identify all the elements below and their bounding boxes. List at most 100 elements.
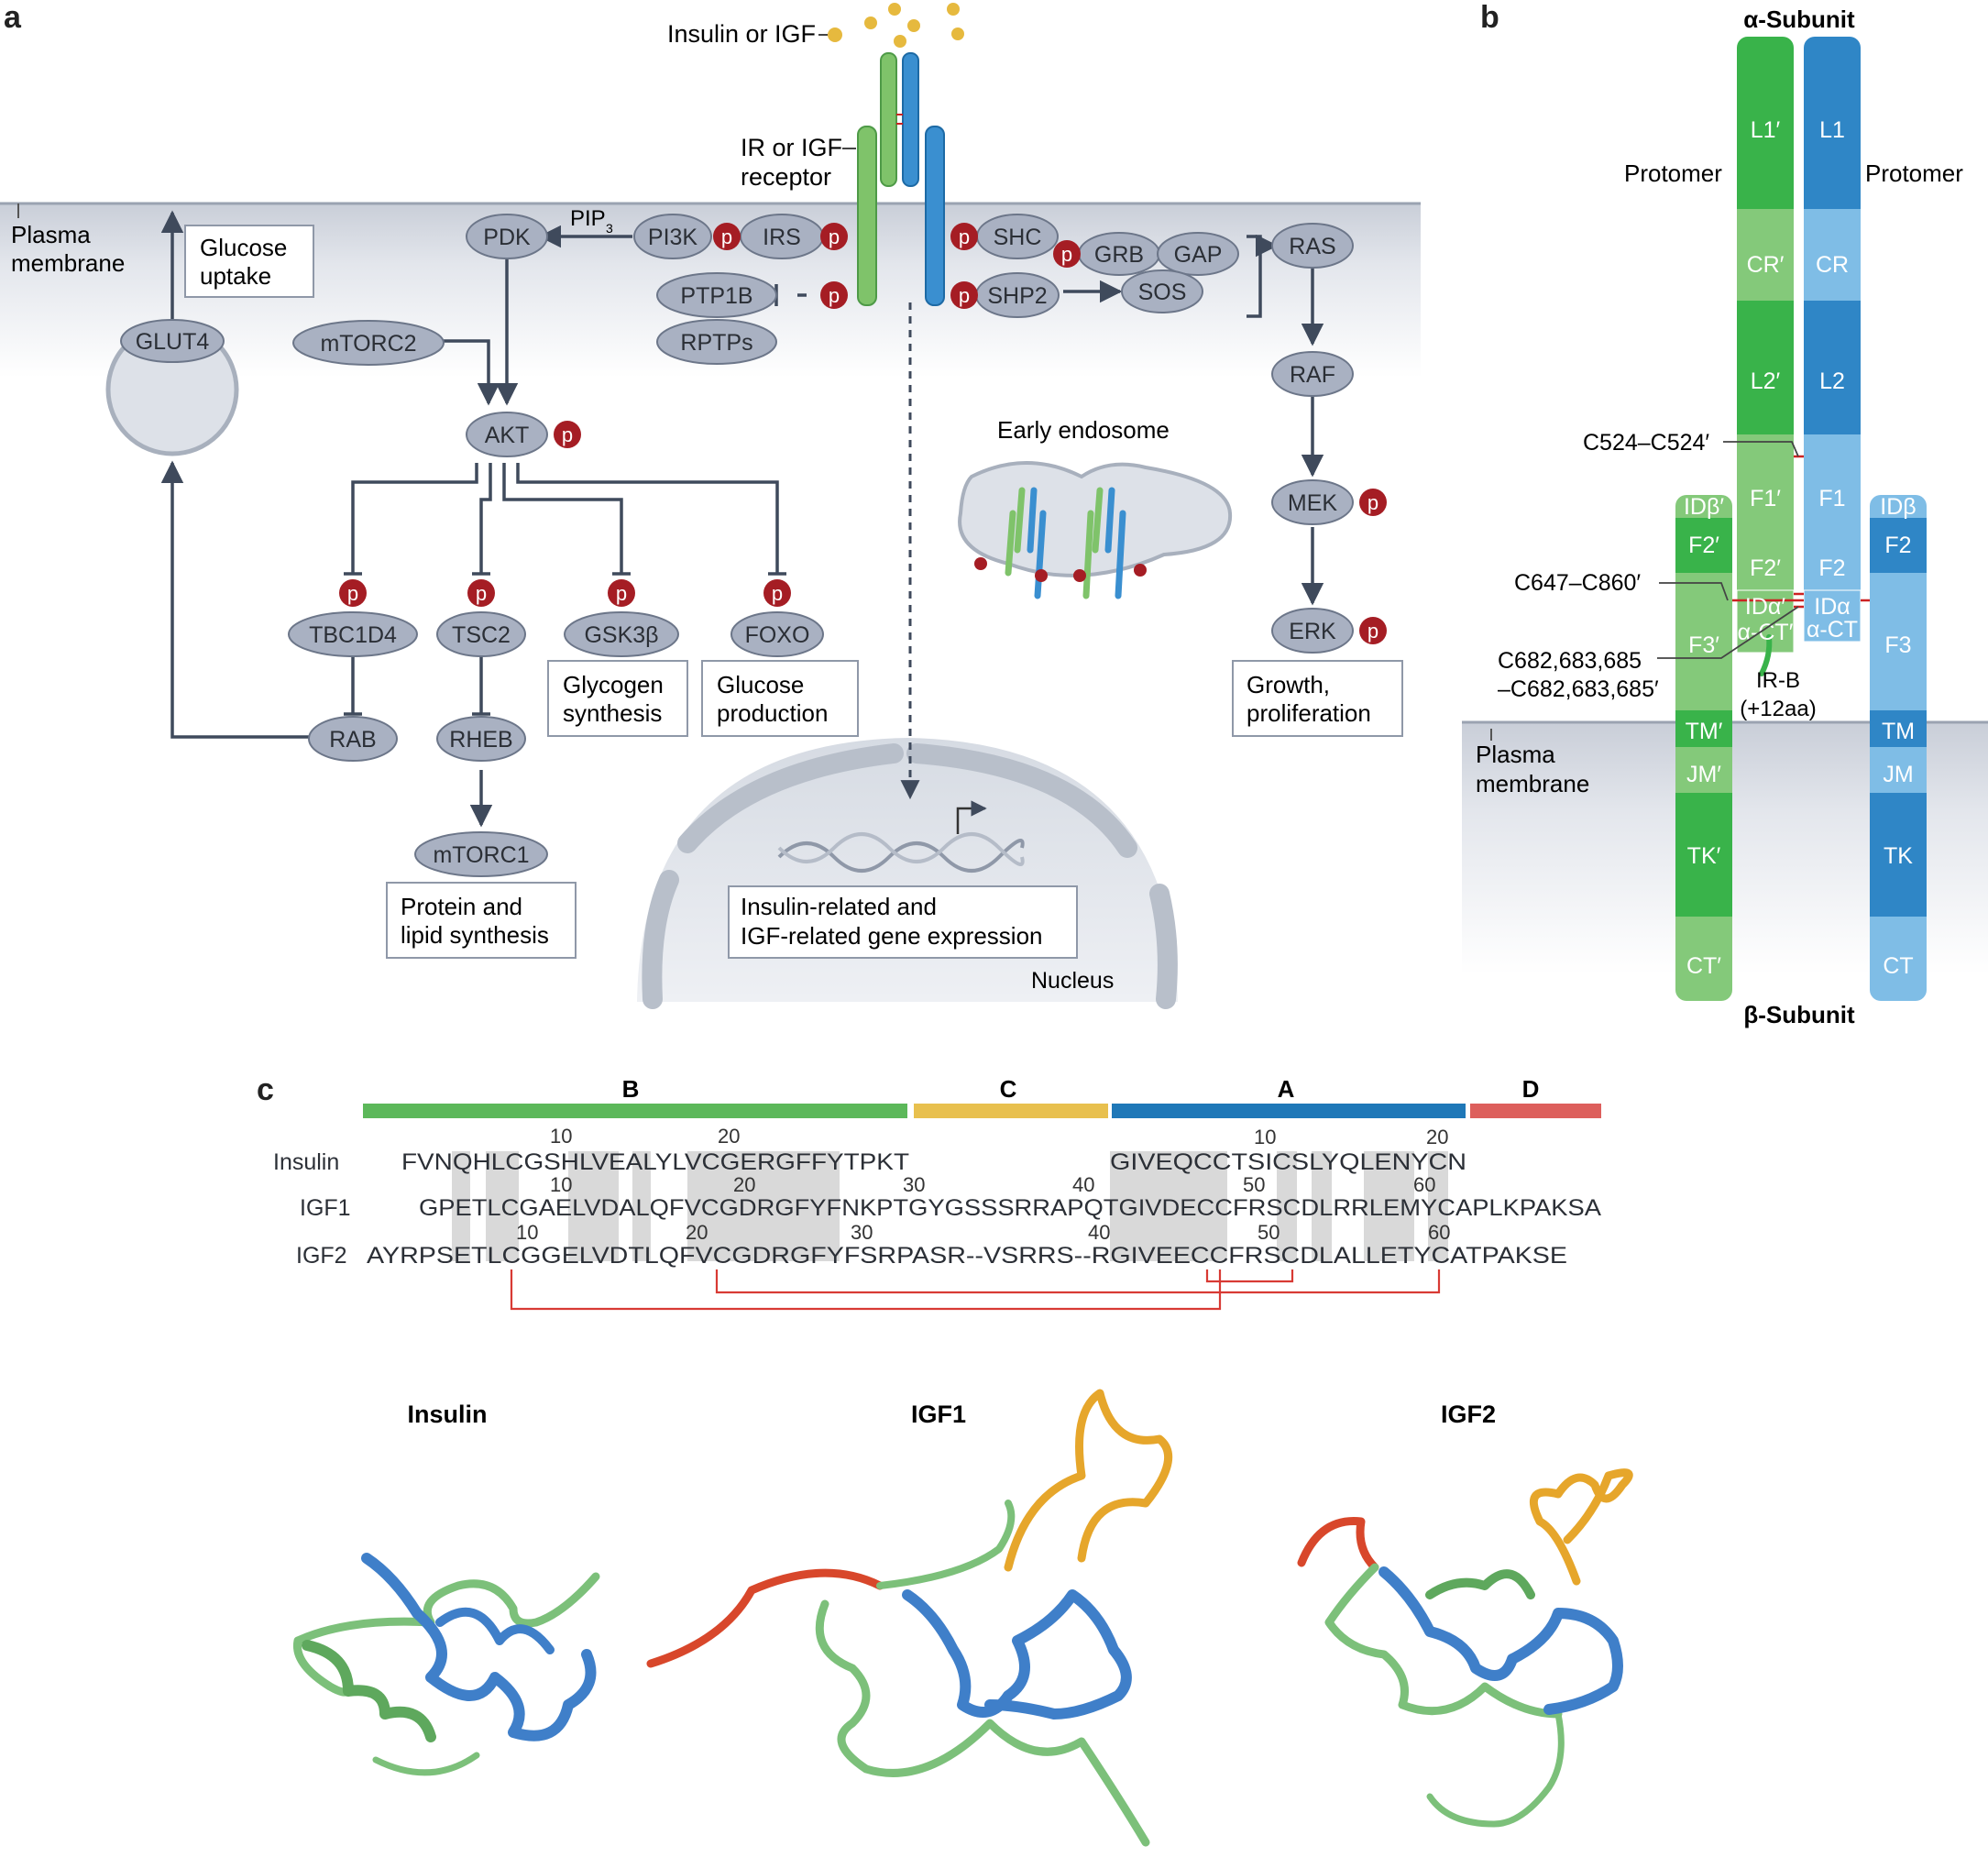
label-rptps: RPTPs xyxy=(680,330,752,356)
green-beta-6: CT′ xyxy=(1686,953,1721,979)
region-label-a: A xyxy=(1278,1075,1295,1103)
blue-beta-6: CT xyxy=(1883,953,1913,979)
label-mek: MEK xyxy=(1288,490,1338,516)
num-r2-5: 50 xyxy=(1243,1173,1265,1196)
node-pdk xyxy=(466,214,548,259)
node-pi3k xyxy=(633,214,712,259)
num-r1-4: 20 xyxy=(1426,1126,1448,1148)
label-rab: RAB xyxy=(329,727,376,753)
label-shp2: SHP2 xyxy=(987,283,1047,309)
svg-text:p: p xyxy=(562,423,573,446)
blue-alpha-5: IDα xyxy=(1814,594,1850,620)
blue-beta-4: JM xyxy=(1883,762,1913,787)
structure-insulin xyxy=(292,1553,600,1776)
panel-a: a Plasma membrane Insulin-related and IG… xyxy=(0,0,1421,1009)
blue-alpha-2: L2 xyxy=(1819,368,1845,394)
row-label-igf2: IGF2 xyxy=(296,1243,347,1269)
c524-label: C524–C524′ xyxy=(1583,430,1709,456)
row-label-igf1: IGF1 xyxy=(300,1195,351,1221)
num-r3-1: 10 xyxy=(516,1221,538,1244)
svg-text:p: p xyxy=(1367,491,1378,514)
num-r3-3: 30 xyxy=(851,1221,873,1244)
membrane-label-a-1: Plasma xyxy=(11,221,91,248)
label-tbc1d4: TBC1D4 xyxy=(309,622,397,648)
alpha-green-column xyxy=(1736,37,1795,654)
glucose-uptake-1: Glucose xyxy=(200,234,287,261)
beta-subunit-label: β-Subunit xyxy=(1743,1001,1855,1028)
green-beta-4: JM′ xyxy=(1686,762,1721,787)
label-pi3k: PI3K xyxy=(648,225,698,250)
label-mtorc1: mTORC1 xyxy=(433,842,529,868)
receptor-a xyxy=(857,52,945,306)
receptor-label-2: receptor xyxy=(741,163,831,191)
ligand-dots xyxy=(828,3,964,48)
green-beta-0: IDβ′ xyxy=(1684,494,1724,520)
glucose-production-2: production xyxy=(717,699,828,727)
seq-igf1: GPETLCGAELVDALQFVCGDRGFYFNKPTGYGSSSRRAPQ… xyxy=(419,1195,1601,1221)
membrane-label-b-1: Plasma xyxy=(1476,741,1555,768)
alpha-subunit-label: α-Subunit xyxy=(1743,5,1855,33)
growth-1: Growth, xyxy=(1247,671,1330,698)
green-alpha-2: L2′ xyxy=(1751,368,1781,394)
green-beta-3: TM′ xyxy=(1686,719,1723,744)
num-r1-2: 20 xyxy=(718,1125,740,1148)
blue-beta-5: TK xyxy=(1884,843,1913,869)
svg-text:p: p xyxy=(721,225,732,248)
node-rptps xyxy=(656,319,777,365)
num-r1-1: 10 xyxy=(550,1125,572,1148)
label-akt: AKT xyxy=(485,423,530,448)
num-r3-2: 20 xyxy=(686,1221,708,1244)
beta-green-column xyxy=(1675,495,1732,1001)
green-beta-1: F2′ xyxy=(1688,533,1719,558)
svg-text:p: p xyxy=(347,582,358,605)
green-beta-2: F3′ xyxy=(1688,632,1719,658)
structure-igf1 xyxy=(646,1389,1173,1847)
num-r1-3: 10 xyxy=(1254,1126,1276,1148)
pip3-label: PIP xyxy=(570,206,606,231)
label-glut4: GLUT4 xyxy=(136,329,210,355)
nucleus-label: Nucleus xyxy=(1031,968,1114,994)
region-bar-c xyxy=(914,1104,1108,1118)
num-r2-3: 30 xyxy=(903,1173,925,1196)
seq-insulin-b: FVNQHLCGSHLVEALYLVCGERGFFYTPKT xyxy=(401,1149,909,1175)
node-rab xyxy=(308,716,398,762)
node-erk xyxy=(1271,608,1354,654)
label-shc: SHC xyxy=(994,225,1042,250)
nucleus xyxy=(637,738,1178,1002)
svg-text:p: p xyxy=(1367,620,1378,643)
conservation-highlights xyxy=(452,1151,1448,1261)
alpha-blue-column xyxy=(1803,37,1862,643)
disulfide-bridges xyxy=(510,1269,1441,1311)
node-raf xyxy=(1271,351,1354,397)
svg-text:p: p xyxy=(476,582,487,605)
pip3-sub: 3 xyxy=(606,221,613,236)
label-erk: ERK xyxy=(1289,619,1336,644)
label-ras: RAS xyxy=(1289,234,1335,259)
region-bar-d xyxy=(1470,1104,1601,1118)
label-sos: SOS xyxy=(1138,280,1187,305)
label-grb: GRB xyxy=(1094,242,1144,268)
svg-text:p: p xyxy=(772,582,783,605)
irb-label-2: (+12aa) xyxy=(1740,697,1816,721)
node-ras xyxy=(1271,223,1354,269)
num-r2-6: 60 xyxy=(1413,1173,1435,1196)
label-tsc2: TSC2 xyxy=(452,622,511,648)
growth-2: proliferation xyxy=(1247,699,1371,727)
seq-insulin-a: GIVEQCCTSICSLYQLENYCN xyxy=(1110,1149,1466,1175)
num-r3-5: 50 xyxy=(1258,1221,1280,1244)
region-label-c: C xyxy=(1000,1075,1017,1103)
early-endosome-label: Early endosome xyxy=(997,416,1170,444)
svg-text:p: p xyxy=(1061,243,1072,266)
glycogen-2: synthesis xyxy=(563,699,662,727)
svg-text:p: p xyxy=(959,284,970,307)
region-bar-b xyxy=(363,1104,907,1118)
blue-beta-3: TM xyxy=(1882,719,1915,744)
ligand-label: Insulin or IGF xyxy=(667,20,816,48)
structure-title-insulin: Insulin xyxy=(408,1401,488,1428)
node-rheb xyxy=(436,716,526,762)
panel-b: b Plasma membrane α-Subunit β-Subunit Pr… xyxy=(1462,0,1988,1028)
region-label-b: B xyxy=(622,1075,640,1103)
